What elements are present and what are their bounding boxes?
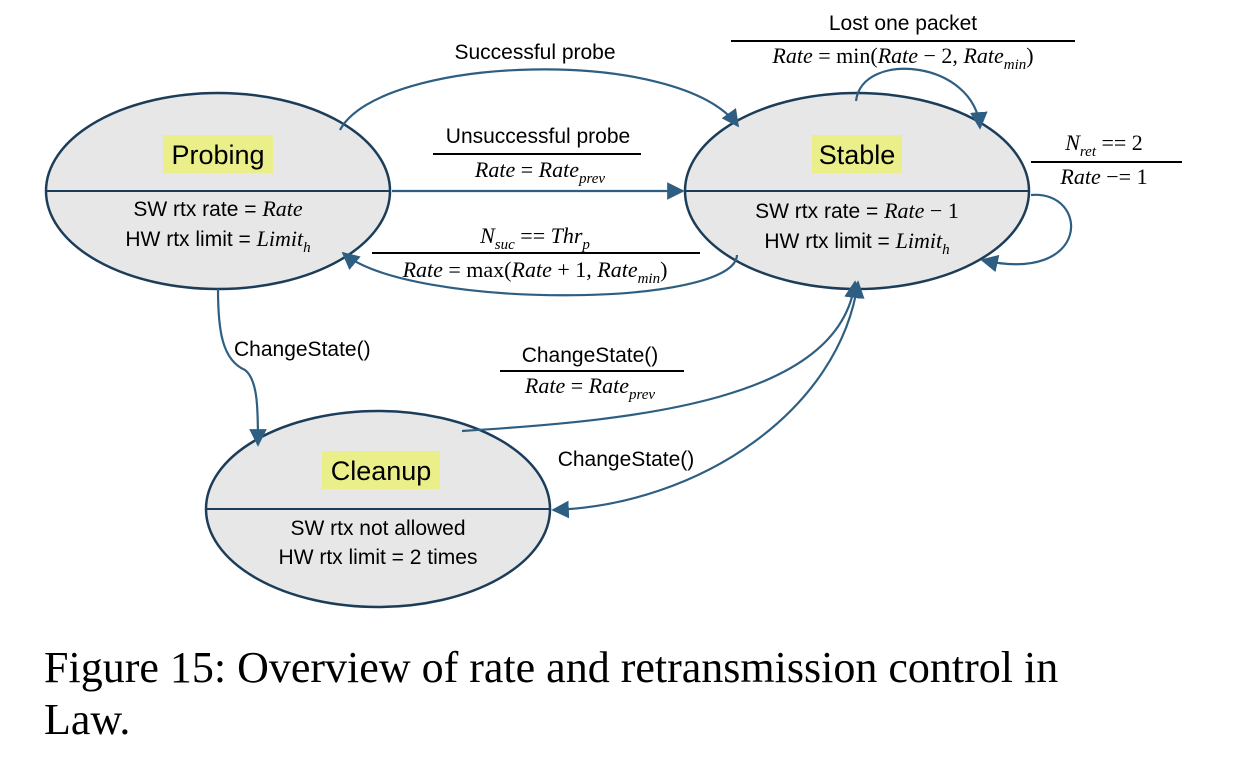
arrow-lost-one-packet <box>854 67 988 130</box>
state-diagram: Probing SW rtx rate = Rate HW rtx limit … <box>44 12 1182 609</box>
caption-line-1: Figure 15: Overview of rate and retransm… <box>44 643 1059 692</box>
cleanup-hw-limit: HW rtx limit = 2 times <box>279 546 478 569</box>
label-nsuc-condition: Nsuc == Thrp <box>479 223 590 253</box>
probing-highlight <box>163 135 273 173</box>
cleanup-title: Cleanup <box>331 456 432 486</box>
probing-sw-rate: SW rtx rate = Rate <box>133 196 303 221</box>
state-probing: Probing SW rtx rate = Rate HW rtx limit … <box>44 91 392 291</box>
cleanup-sw-rate: SW rtx not allowed <box>290 517 465 540</box>
arrow-stable-to-cleanup <box>551 280 865 519</box>
stable-highlight <box>812 135 902 173</box>
probing-title: Probing <box>171 140 264 170</box>
stable-title: Stable <box>819 140 896 170</box>
arrow-successful-probe <box>339 68 740 131</box>
label-lost-action: Rate = min(Rate − 2, Ratemin) <box>771 43 1033 73</box>
label-unsuccessful-action: Rate = Rateprev <box>474 157 606 187</box>
figure-caption: Figure 15: Overview of rate and retransm… <box>44 642 1194 746</box>
arrow-probing-to-cleanup <box>216 288 267 447</box>
label-stable-to-cleanup: ChangeState() <box>558 448 695 471</box>
label-nret-action: Rate −= 1 <box>1059 164 1147 189</box>
cleanup-highlight <box>322 451 440 489</box>
stable-hw-limit: HW rtx limit = Limith <box>764 228 949 258</box>
label-lost-one-packet: Lost one packet <box>829 12 977 35</box>
label-nsuc-action: Rate = max(Rate + 1, Ratemin) <box>402 257 668 287</box>
state-cleanup: Cleanup SW rtx not allowed HW rtx limit … <box>204 409 552 609</box>
label-cleanup-to-stable-action: Rate = Rateprev <box>524 373 656 403</box>
label-unsuccessful-probe: Unsuccessful probe <box>446 125 630 148</box>
label-cleanup-to-stable: ChangeState() <box>522 344 659 367</box>
caption-line-2: Law. <box>44 695 131 744</box>
label-probing-to-cleanup: ChangeState() <box>234 338 371 361</box>
label-successful-probe: Successful probe <box>454 41 615 64</box>
arrow-nret-loop <box>980 193 1073 273</box>
probing-hw-limit: HW rtx limit = Limith <box>125 226 310 256</box>
stable-sw-rate: SW rtx rate = Rate − 1 <box>755 198 959 223</box>
label-nret-condition: Nret == 2 <box>1064 130 1143 160</box>
state-stable: Stable SW rtx rate = Rate − 1 HW rtx lim… <box>683 91 1031 291</box>
